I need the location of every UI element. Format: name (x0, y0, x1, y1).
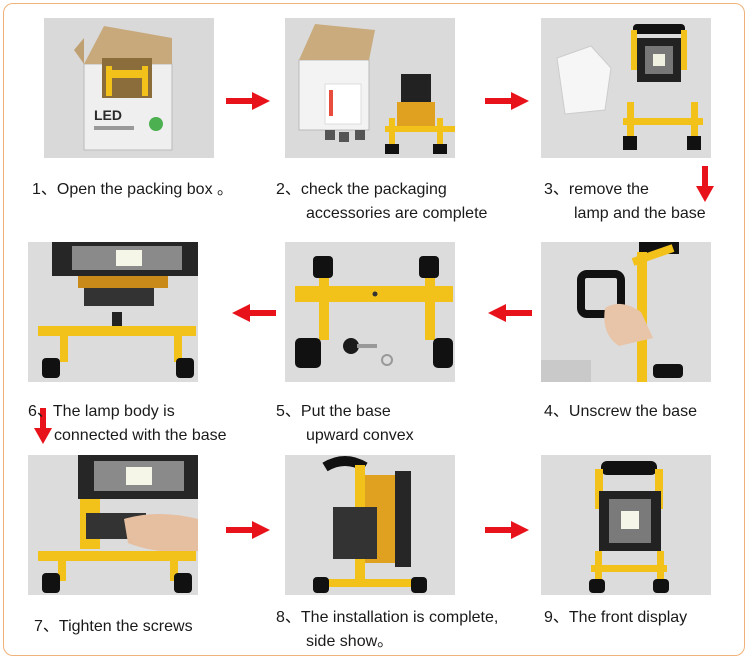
step-3-photo (541, 18, 711, 158)
step-5-line2: upward convex (306, 427, 414, 444)
step-4-line1: 4、Unscrew the base (544, 403, 697, 420)
step-6-line1: 6、The lamp body is (28, 403, 175, 420)
arrow-down-1-icon (696, 166, 714, 202)
arrow-right-3-icon (226, 521, 270, 539)
step-6-line2: connected with the base (54, 427, 227, 444)
step-9-photo (541, 455, 711, 595)
arrow-right-2-icon (485, 92, 529, 110)
step-3-line2: lamp and the base (574, 205, 706, 222)
step-7-photo (28, 455, 198, 595)
step-1-photo: LED (44, 18, 214, 158)
arrow-left-2-icon (488, 304, 532, 322)
step-4-caption: 4、Unscrew the base (544, 400, 697, 424)
step-5-line1: 5、Put the base (276, 403, 391, 420)
step-8-photo (285, 455, 455, 595)
step-5-caption: 5、Put the base upward convex (276, 400, 414, 448)
step-1-caption: 1、Open the packing box 。 (32, 178, 233, 202)
arrow-right-4-icon (485, 521, 529, 539)
step-2-caption: 2、check the packaging accessories are co… (276, 178, 487, 226)
step-7-line1: 7、Tighten the screws (34, 618, 193, 635)
step-9-caption: 9、The front display (544, 606, 687, 630)
arrow-right-1-icon (226, 92, 270, 110)
arrow-left-1-icon (232, 304, 276, 322)
step-9-line1: 9、The front display (544, 609, 688, 626)
step-6-caption: 6、The lamp body is connected with the ba… (28, 400, 227, 448)
page-border (3, 3, 745, 656)
step-7-caption: 7、Tighten the screws (34, 615, 193, 639)
step-5-photo (285, 242, 455, 382)
step-2-photo (285, 18, 455, 158)
step-6-photo (28, 242, 198, 382)
arrow-down-2-icon (34, 408, 52, 444)
step-8-caption: 8、The installation is complete, side sho… (276, 606, 498, 654)
step-4-photo (541, 242, 711, 382)
step-3-line1: 3、remove the (544, 181, 649, 198)
step-8-line2: side show。 (306, 633, 394, 650)
step-3-caption: 3、remove the lamp and the base (544, 178, 706, 226)
step-2-line1: 2、check the packaging (276, 181, 447, 198)
step-2-line2: accessories are complete (306, 205, 488, 222)
step-8-line1: 8、The installation is complete, (276, 609, 499, 626)
box-logo-text: LED (94, 107, 122, 123)
step-1-line1: 1、Open the packing box 。 (32, 181, 234, 198)
